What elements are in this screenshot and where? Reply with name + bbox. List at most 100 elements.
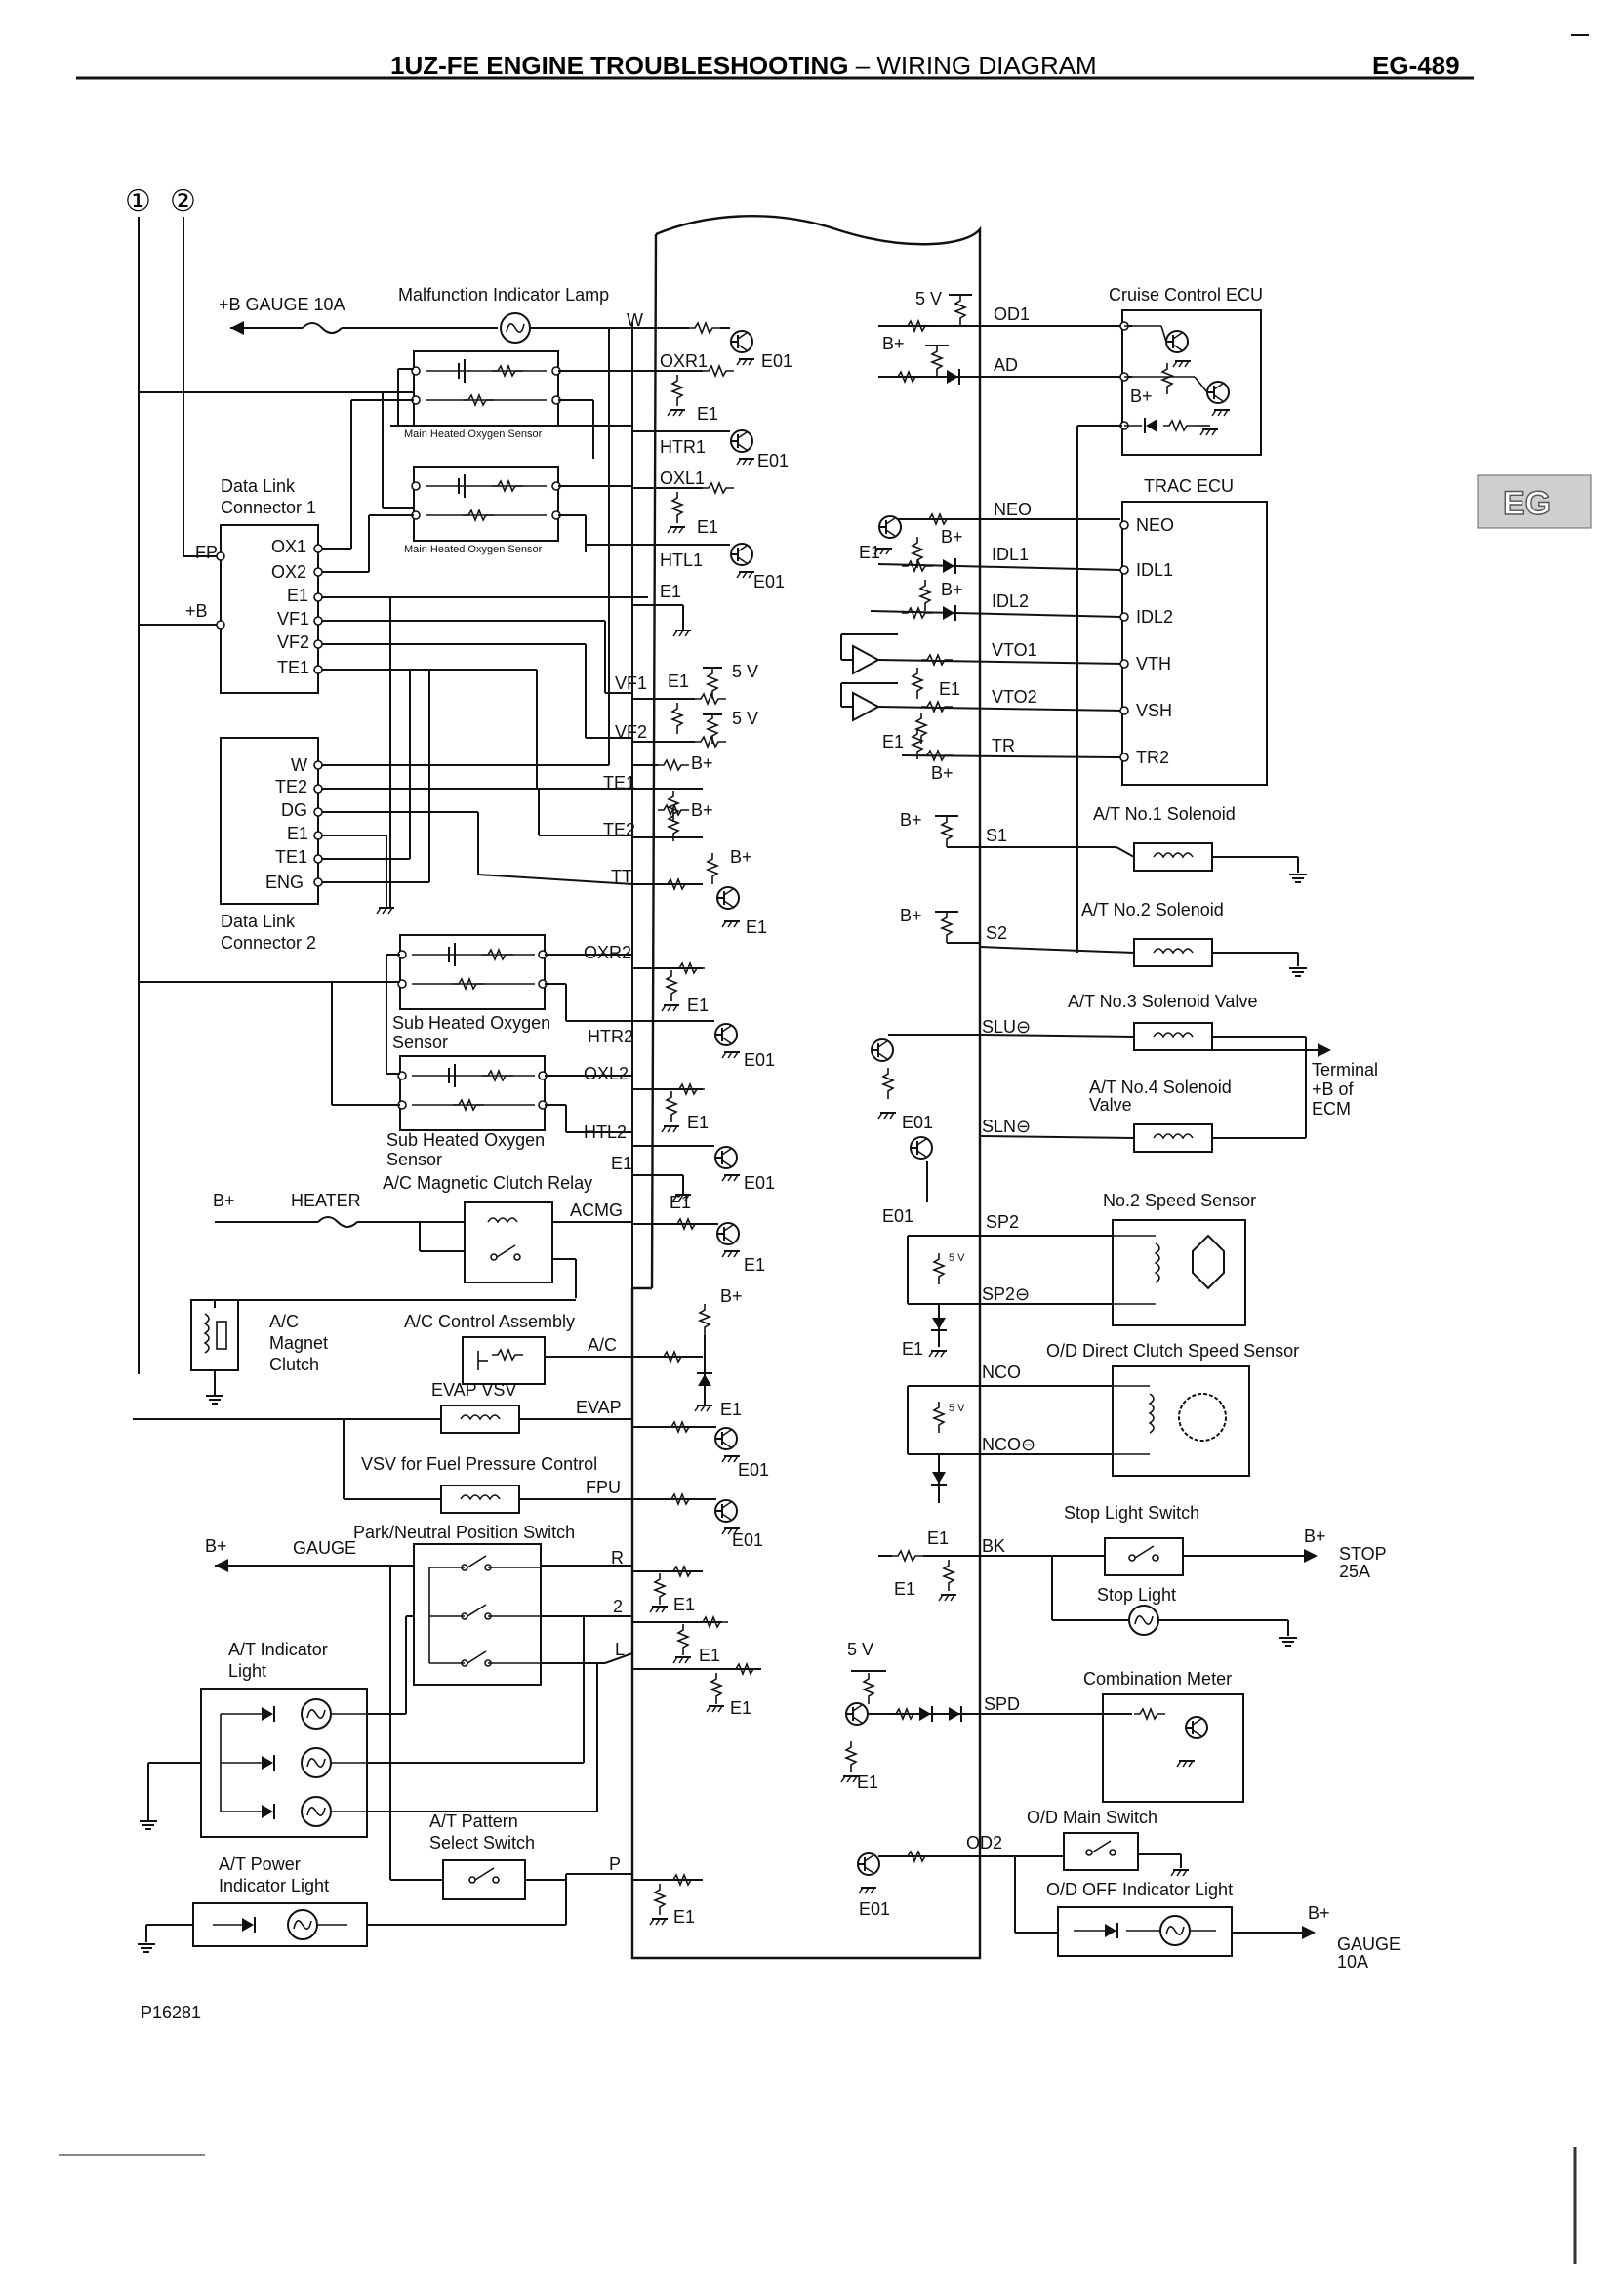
e1-label: E1 bbox=[697, 517, 718, 537]
header-title-sep: – bbox=[848, 51, 876, 80]
svg-text:SP2⊖: SP2⊖ bbox=[982, 1284, 1030, 1304]
e01-label: E01 bbox=[757, 451, 789, 470]
minus-icon: ⊖ bbox=[1016, 1117, 1031, 1136]
gauge-fuse-label-2: 10A bbox=[1337, 1952, 1368, 1972]
pnp-label: Park/Neutral Position Switch bbox=[353, 1523, 575, 1542]
svg-text:NCO⊖: NCO⊖ bbox=[982, 1435, 1035, 1454]
pin-slu-label: SLU bbox=[982, 1017, 1016, 1037]
e1-label: E1 bbox=[857, 1772, 878, 1792]
od-speed-sensor-label: O/D Direct Clutch Speed Sensor bbox=[1046, 1341, 1299, 1361]
dlc2-eng: ENG bbox=[265, 873, 304, 892]
header-title: 1UZ-FE ENGINE TROUBLESHOOTING bbox=[390, 51, 848, 80]
dlc2-label-line1: Data Link bbox=[221, 912, 296, 931]
e1-label: E1 bbox=[859, 543, 880, 562]
gauge-fuse bbox=[230, 321, 498, 335]
e1-label: E1 bbox=[687, 1113, 709, 1132]
trac-tr2: TR2 bbox=[1136, 748, 1169, 767]
e1-label: E1 bbox=[697, 404, 718, 424]
pin-spd-label: SPD bbox=[984, 1694, 1020, 1714]
pin-w-label: W bbox=[627, 310, 643, 330]
marker-2: ② bbox=[170, 184, 221, 557]
pin-vf1-label: VF1 bbox=[615, 673, 647, 693]
e1-label: E1 bbox=[927, 1528, 949, 1548]
dlc2-dg: DG bbox=[281, 800, 307, 820]
pin-ad-label: AD bbox=[994, 355, 1018, 375]
main-oxygen-sensor-1-label: Main Heated Oxygen Sensor bbox=[404, 428, 543, 440]
pin-ac-label: A/C bbox=[588, 1335, 617, 1355]
page-number: EG-489 bbox=[1372, 51, 1460, 80]
dlc2-te1: TE1 bbox=[275, 847, 307, 867]
b-plus-label: B+ bbox=[213, 1191, 235, 1210]
at-no3-solenoid-valve bbox=[1133, 1022, 1213, 1051]
terminal-b-label-1: Terminal bbox=[1312, 1060, 1378, 1079]
od-main-switch bbox=[1063, 1832, 1139, 1871]
pin-neo-label: NEO bbox=[994, 500, 1032, 519]
b-plus-label: B+ bbox=[691, 753, 713, 773]
dlc2-e1: E1 bbox=[287, 824, 308, 843]
trac-ecu-label: TRAC ECU bbox=[1144, 476, 1234, 496]
pin-tt-label: TT bbox=[611, 867, 632, 886]
sol1-label: A/T No.1 Solenoid bbox=[1093, 804, 1236, 824]
sub-oxygen-sensor-2-label-2: Sensor bbox=[386, 1150, 442, 1169]
no2-speed-sensor bbox=[1112, 1219, 1246, 1326]
main-oxygen-sensor-2: Main Heated Oxygen Sensor bbox=[404, 466, 561, 555]
e1-label: E1 bbox=[670, 1193, 691, 1212]
minus-icon: ⊖ bbox=[1021, 1435, 1035, 1454]
pin-2-label: 2 bbox=[613, 1597, 623, 1616]
dlc1-label-line2: Connector 1 bbox=[221, 498, 316, 517]
e1-label: E1 bbox=[902, 1339, 923, 1359]
b-plus-label: B+ bbox=[1130, 387, 1153, 406]
at-indicator-label-2: Light bbox=[228, 1661, 266, 1681]
pin-nco-minus-label: NCO bbox=[982, 1435, 1021, 1454]
e01-label: E01 bbox=[902, 1113, 933, 1132]
5v-label: 5 V bbox=[847, 1640, 873, 1659]
svg-text:①: ① bbox=[125, 184, 151, 219]
dlc1-fp-label: FP bbox=[195, 543, 218, 562]
minus-icon: ⊖ bbox=[1015, 1284, 1030, 1304]
figure-id: P16281 bbox=[141, 2003, 201, 2022]
at-pattern-select-switch bbox=[442, 1859, 526, 1900]
svg-text:②: ② bbox=[170, 184, 196, 219]
e1-label: E1 bbox=[882, 732, 904, 752]
at-pattern-label-2: Select Switch bbox=[429, 1833, 535, 1852]
pin-htr1-label: HTR1 bbox=[660, 437, 706, 457]
e1-label: E1 bbox=[660, 582, 681, 601]
heater-fuse bbox=[215, 1216, 465, 1228]
pin-s1-label: S1 bbox=[986, 826, 1007, 845]
vsv-fuel-pressure-coil bbox=[440, 1485, 520, 1514]
stop-fuse-label-2: 25A bbox=[1339, 1562, 1370, 1581]
stop-switch-label: Stop Light Switch bbox=[1064, 1503, 1199, 1523]
e1-label: E1 bbox=[668, 672, 689, 691]
b-plus-label: B+ bbox=[205, 1536, 227, 1556]
svg-text:SLN⊖: SLN⊖ bbox=[982, 1117, 1031, 1136]
od-main-switch-label: O/D Main Switch bbox=[1027, 1808, 1157, 1827]
pin-r-label: R bbox=[611, 1548, 624, 1568]
e1-label: E1 bbox=[746, 917, 767, 937]
5v-label: 5 V bbox=[915, 289, 942, 308]
e1-label: E1 bbox=[720, 1400, 742, 1419]
stop-light-switch bbox=[1104, 1537, 1184, 1576]
ac-clutch-label-3: Clutch bbox=[269, 1355, 319, 1374]
pin-bk-label: BK bbox=[982, 1536, 1005, 1556]
svg-text:1UZ-FE ENGINE TROUBLESHOOTING: 1UZ-FE ENGINE TROUBLESHOOTING – WIRING D… bbox=[390, 51, 1097, 80]
plus-b-gauge-10a-label: +B GAUGE 10A bbox=[219, 295, 345, 314]
pin-oxl1-label: OXL1 bbox=[660, 468, 705, 488]
e01-label: E01 bbox=[761, 351, 792, 371]
vto-buffer-1 bbox=[840, 633, 898, 675]
at-no2-solenoid bbox=[1133, 938, 1213, 967]
e1-label: E1 bbox=[673, 1907, 695, 1927]
b-plus-label: B+ bbox=[720, 1286, 743, 1306]
dlc2-label-line2: Connector 2 bbox=[221, 933, 316, 953]
mil-label: Malfunction Indicator Lamp bbox=[398, 285, 609, 305]
pin-oxr2-label: OXR2 bbox=[584, 943, 631, 962]
at-no4-solenoid-valve bbox=[1133, 1123, 1213, 1153]
gauge-fuse-label-1: GAUGE bbox=[1337, 1934, 1401, 1954]
